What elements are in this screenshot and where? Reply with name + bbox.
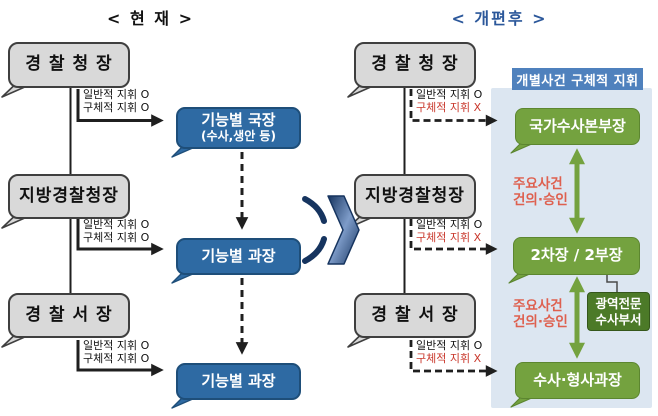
- transition-chevron-icon: [302, 195, 360, 265]
- target-box-functional-director: 기능별 국장 (수사,생안 등): [176, 107, 301, 149]
- approval-label-2: 주요사건 건의·승인: [513, 298, 568, 330]
- org-box-station-chief-current: 경 찰 서 장: [8, 293, 130, 338]
- command-label-after-1: 일반적 지휘 O 구체적 지휘 X: [416, 88, 483, 114]
- org-label: 경 찰 청 장: [371, 54, 459, 75]
- org-label: 경 찰 서 장: [25, 304, 113, 325]
- org-box-provincial-police-chief-after: 지방경찰청장: [354, 174, 476, 219]
- org-box-provincial-police-chief-current: 지방경찰청장: [8, 174, 130, 219]
- org-label: 지방경찰청장: [365, 185, 465, 206]
- command-arrow: [76, 89, 164, 377]
- target-box-functional-section-chief-2: 기능별 과장: [176, 363, 301, 400]
- target-box-national-investigation-head: 국가수사본부장: [515, 108, 640, 145]
- target-box-second-deputy: 2차장 / 2부장: [513, 237, 640, 275]
- org-label: 지방경찰청장: [19, 185, 119, 206]
- approval-label-1: 주요사건 건의·승인: [513, 176, 568, 208]
- side-box-regional-investigation-unit: 광역전문 수사부서: [587, 292, 650, 331]
- hierarchy-line: [69, 88, 406, 295]
- org-label: 경 찰 서 장: [371, 304, 459, 325]
- command-label-after-3: 일반적 지휘 O 구체적 지휘 X: [416, 339, 483, 365]
- title-current: < 현 재 >: [107, 9, 194, 28]
- org-box-station-chief-after: 경 찰 서 장: [354, 293, 476, 338]
- org-label: 경 찰 청 장: [25, 54, 113, 75]
- org-box-national-police-chief-after: 경 찰 청 장: [354, 42, 476, 88]
- command-label-after-2: 일반적 지휘 O 구체적 지휘 X: [416, 218, 483, 244]
- target-box-functional-section-chief-1: 기능별 과장: [176, 238, 301, 275]
- command-label-current-1: 일반적 지휘 O 구체적 지휘 O: [83, 88, 150, 114]
- command-label-current-2: 일반적 지휘 O 구체적 지휘 O: [83, 218, 150, 244]
- command-label-current-3: 일반적 지휘 O 구체적 지휘 O: [83, 339, 150, 365]
- org-box-national-police-chief-current: 경 찰 청 장: [8, 42, 130, 88]
- sub-unit-connector: [606, 275, 618, 292]
- title-after: < 개편후 >: [451, 9, 548, 28]
- target-box-investigation-section-chief: 수사·형사과장: [515, 362, 640, 399]
- panel-header-specific-command: 개별사건 구체적 지휘: [512, 68, 643, 90]
